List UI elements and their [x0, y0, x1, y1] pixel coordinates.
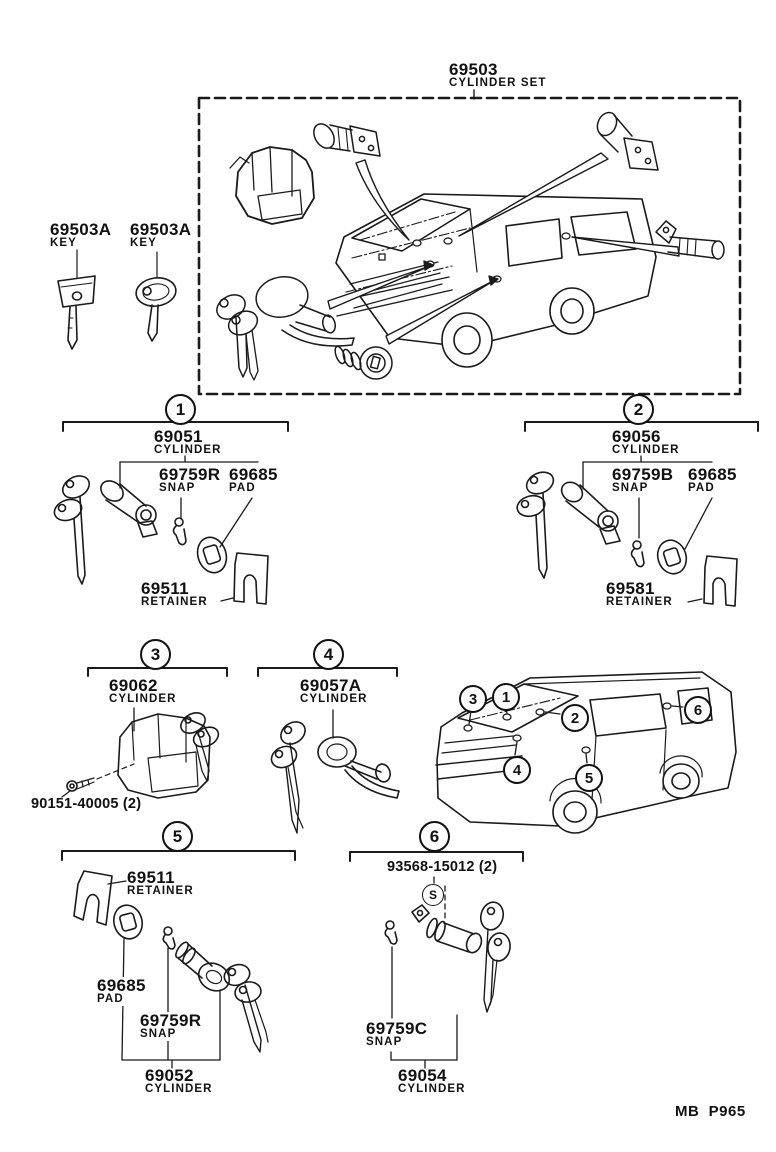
group6-snap-label: 69759C SNAP — [365, 1019, 429, 1050]
van-callout-2-number: 2 — [570, 709, 580, 727]
van-right-drawing — [435, 671, 737, 834]
group6-standard-part-marker: S — [422, 884, 444, 906]
group6-snap-part-no: 69759C — [366, 1019, 428, 1038]
group3-callout-number: 3 — [150, 644, 161, 664]
group5-cylinder-label: 69052 CYLINDER — [145, 1067, 213, 1096]
group5-retainer-name: RETAINER — [127, 885, 194, 898]
van-callout-4: 4 — [503, 756, 531, 784]
key-right-name: KEY — [130, 237, 157, 250]
group2-retainer-label: 69581 RETAINER — [606, 580, 673, 609]
group6-cylinder-label: 69054 CYLINDER — [398, 1067, 466, 1096]
group5-snap-part-no: 69759R — [140, 1011, 202, 1030]
group3-screw-label: 90151-40005 (2) — [31, 796, 142, 812]
group3-cylinder-label: 69062 CYLINDER — [109, 677, 177, 706]
cylinder-top-right-drawing — [596, 111, 659, 171]
group1-snap-name: SNAP — [159, 482, 196, 495]
group2-cylinder-part-no: 69056 — [612, 427, 661, 446]
group6-snap-name: SNAP — [366, 1036, 403, 1049]
key-left-name: KEY — [50, 237, 77, 250]
group1-retainer-label: 69511 RETAINER — [141, 580, 208, 609]
group5-snap-name: SNAP — [140, 1028, 177, 1041]
group2-retainer-name: RETAINER — [606, 596, 673, 609]
group6-callout-number: 6 — [429, 826, 440, 846]
key-left-label: 69503A KEY — [50, 221, 111, 250]
leader-straps — [327, 152, 680, 345]
group5-retainer-part-no: 69511 — [127, 868, 175, 887]
cylinder-bottom-center-drawing — [334, 345, 393, 380]
group6-cylinder-name: CYLINDER — [398, 1083, 466, 1096]
group6-standard-part-letter: S — [428, 888, 437, 902]
group3-cylinder-name: CYLINDER — [109, 693, 177, 706]
cylinder-right-drawing — [655, 220, 725, 260]
van-callout-3-number: 3 — [468, 690, 478, 708]
van-callout-5-number: 5 — [584, 769, 594, 787]
group2-retainer-part-no: 69581 — [606, 579, 655, 598]
van-callout-1-number: 1 — [501, 688, 511, 706]
group4-cylinder-part-no: 69057A — [300, 676, 362, 695]
group4-callout-number: 4 — [323, 644, 334, 664]
group1-retainer-name: RETAINER — [141, 596, 208, 609]
group6-callout: 6 — [419, 821, 450, 852]
group2-pad-name: PAD — [688, 482, 715, 495]
group4-cylinder-label: 69057A CYLINDER — [300, 677, 368, 706]
group1-cylinder-name: CYLINDER — [154, 444, 222, 457]
group5-pad-name: PAD — [97, 993, 124, 1006]
group2-pad-label: 69685 PAD — [688, 466, 737, 495]
group6 — [349, 851, 524, 1069]
group2-snap-name: SNAP — [612, 482, 649, 495]
van-callout-6: 6 — [684, 696, 712, 724]
group1-callout: 1 — [165, 394, 196, 425]
ignition-lock-keys-drawing — [216, 276, 355, 381]
key-right-label: 69503A KEY — [130, 221, 191, 250]
group5-cylinder-name: CYLINDER — [145, 1083, 213, 1096]
group4-cylinder-name: CYLINDER — [300, 693, 368, 706]
group1-pad-label: 69685 PAD — [229, 466, 278, 495]
group5-callout-number: 5 — [172, 826, 183, 846]
cylinder-set-part-no: 69503 — [449, 60, 498, 79]
group2-cylinder-name: CYLINDER — [612, 444, 680, 457]
group5-pad-part-no: 69685 — [97, 976, 146, 995]
group1-retainer-part-no: 69511 — [141, 579, 189, 598]
cylinder-set-box — [197, 89, 742, 396]
group5-cylinder-part-no: 69052 — [145, 1066, 194, 1085]
group1 — [53, 421, 289, 605]
group1-cylinder-label: 69051 CYLINDER — [154, 428, 222, 457]
van-callout-6-number: 6 — [693, 701, 703, 719]
group2-snap-label: 69759B SNAP — [612, 466, 673, 495]
cylinder-set-name: CYLINDER SET — [449, 77, 547, 90]
group5-snap-label: 69759R SNAP — [139, 1011, 203, 1042]
cylinder-top-center-drawing — [313, 123, 381, 157]
group1-pad-name: PAD — [229, 482, 256, 495]
group5-pad-label: 69685 PAD — [96, 976, 147, 1007]
key-left-part-no: 69503A — [50, 220, 112, 239]
group2-pad-part-no: 69685 — [688, 465, 737, 484]
page-code: MB P965 — [675, 1103, 746, 1120]
cylinder-set-label: 69503 CYLINDER SET — [449, 61, 547, 90]
group5-callout: 5 — [162, 821, 193, 852]
group2-snap-part-no: 69759B — [612, 465, 674, 484]
van-callout-4-number: 4 — [512, 761, 522, 779]
van-callout-3: 3 — [459, 685, 487, 713]
group3-callout: 3 — [140, 639, 171, 670]
key-right-part-no: 69503A — [130, 220, 192, 239]
van-callout-5: 5 — [575, 764, 603, 792]
group5-retainer-label: 69511 RETAINER — [127, 869, 194, 898]
group1-snap-label: 69759R SNAP — [159, 466, 220, 495]
group1-callout-number: 1 — [175, 399, 186, 419]
group3-cylinder-part-no: 69062 — [109, 676, 158, 695]
group3 — [61, 667, 228, 799]
group2-cylinder-label: 69056 CYLINDER — [612, 428, 680, 457]
group1-pad-part-no: 69685 — [229, 465, 278, 484]
backdoor-lock-housing-drawing — [229, 146, 315, 225]
van-callout-1: 1 — [492, 683, 520, 711]
group4-callout: 4 — [313, 639, 344, 670]
group6-cylinder-part-no: 69054 — [398, 1066, 447, 1085]
group2-callout: 2 — [623, 394, 654, 425]
group1-snap-part-no: 69759R — [159, 465, 221, 484]
key-left-drawing — [57, 249, 177, 350]
group1-cylinder-part-no: 69051 — [154, 427, 203, 446]
group2-callout-number: 2 — [633, 399, 644, 419]
van-callout-2: 2 — [561, 704, 589, 732]
group6-bolt-label: 93568-15012 (2) — [387, 859, 498, 875]
